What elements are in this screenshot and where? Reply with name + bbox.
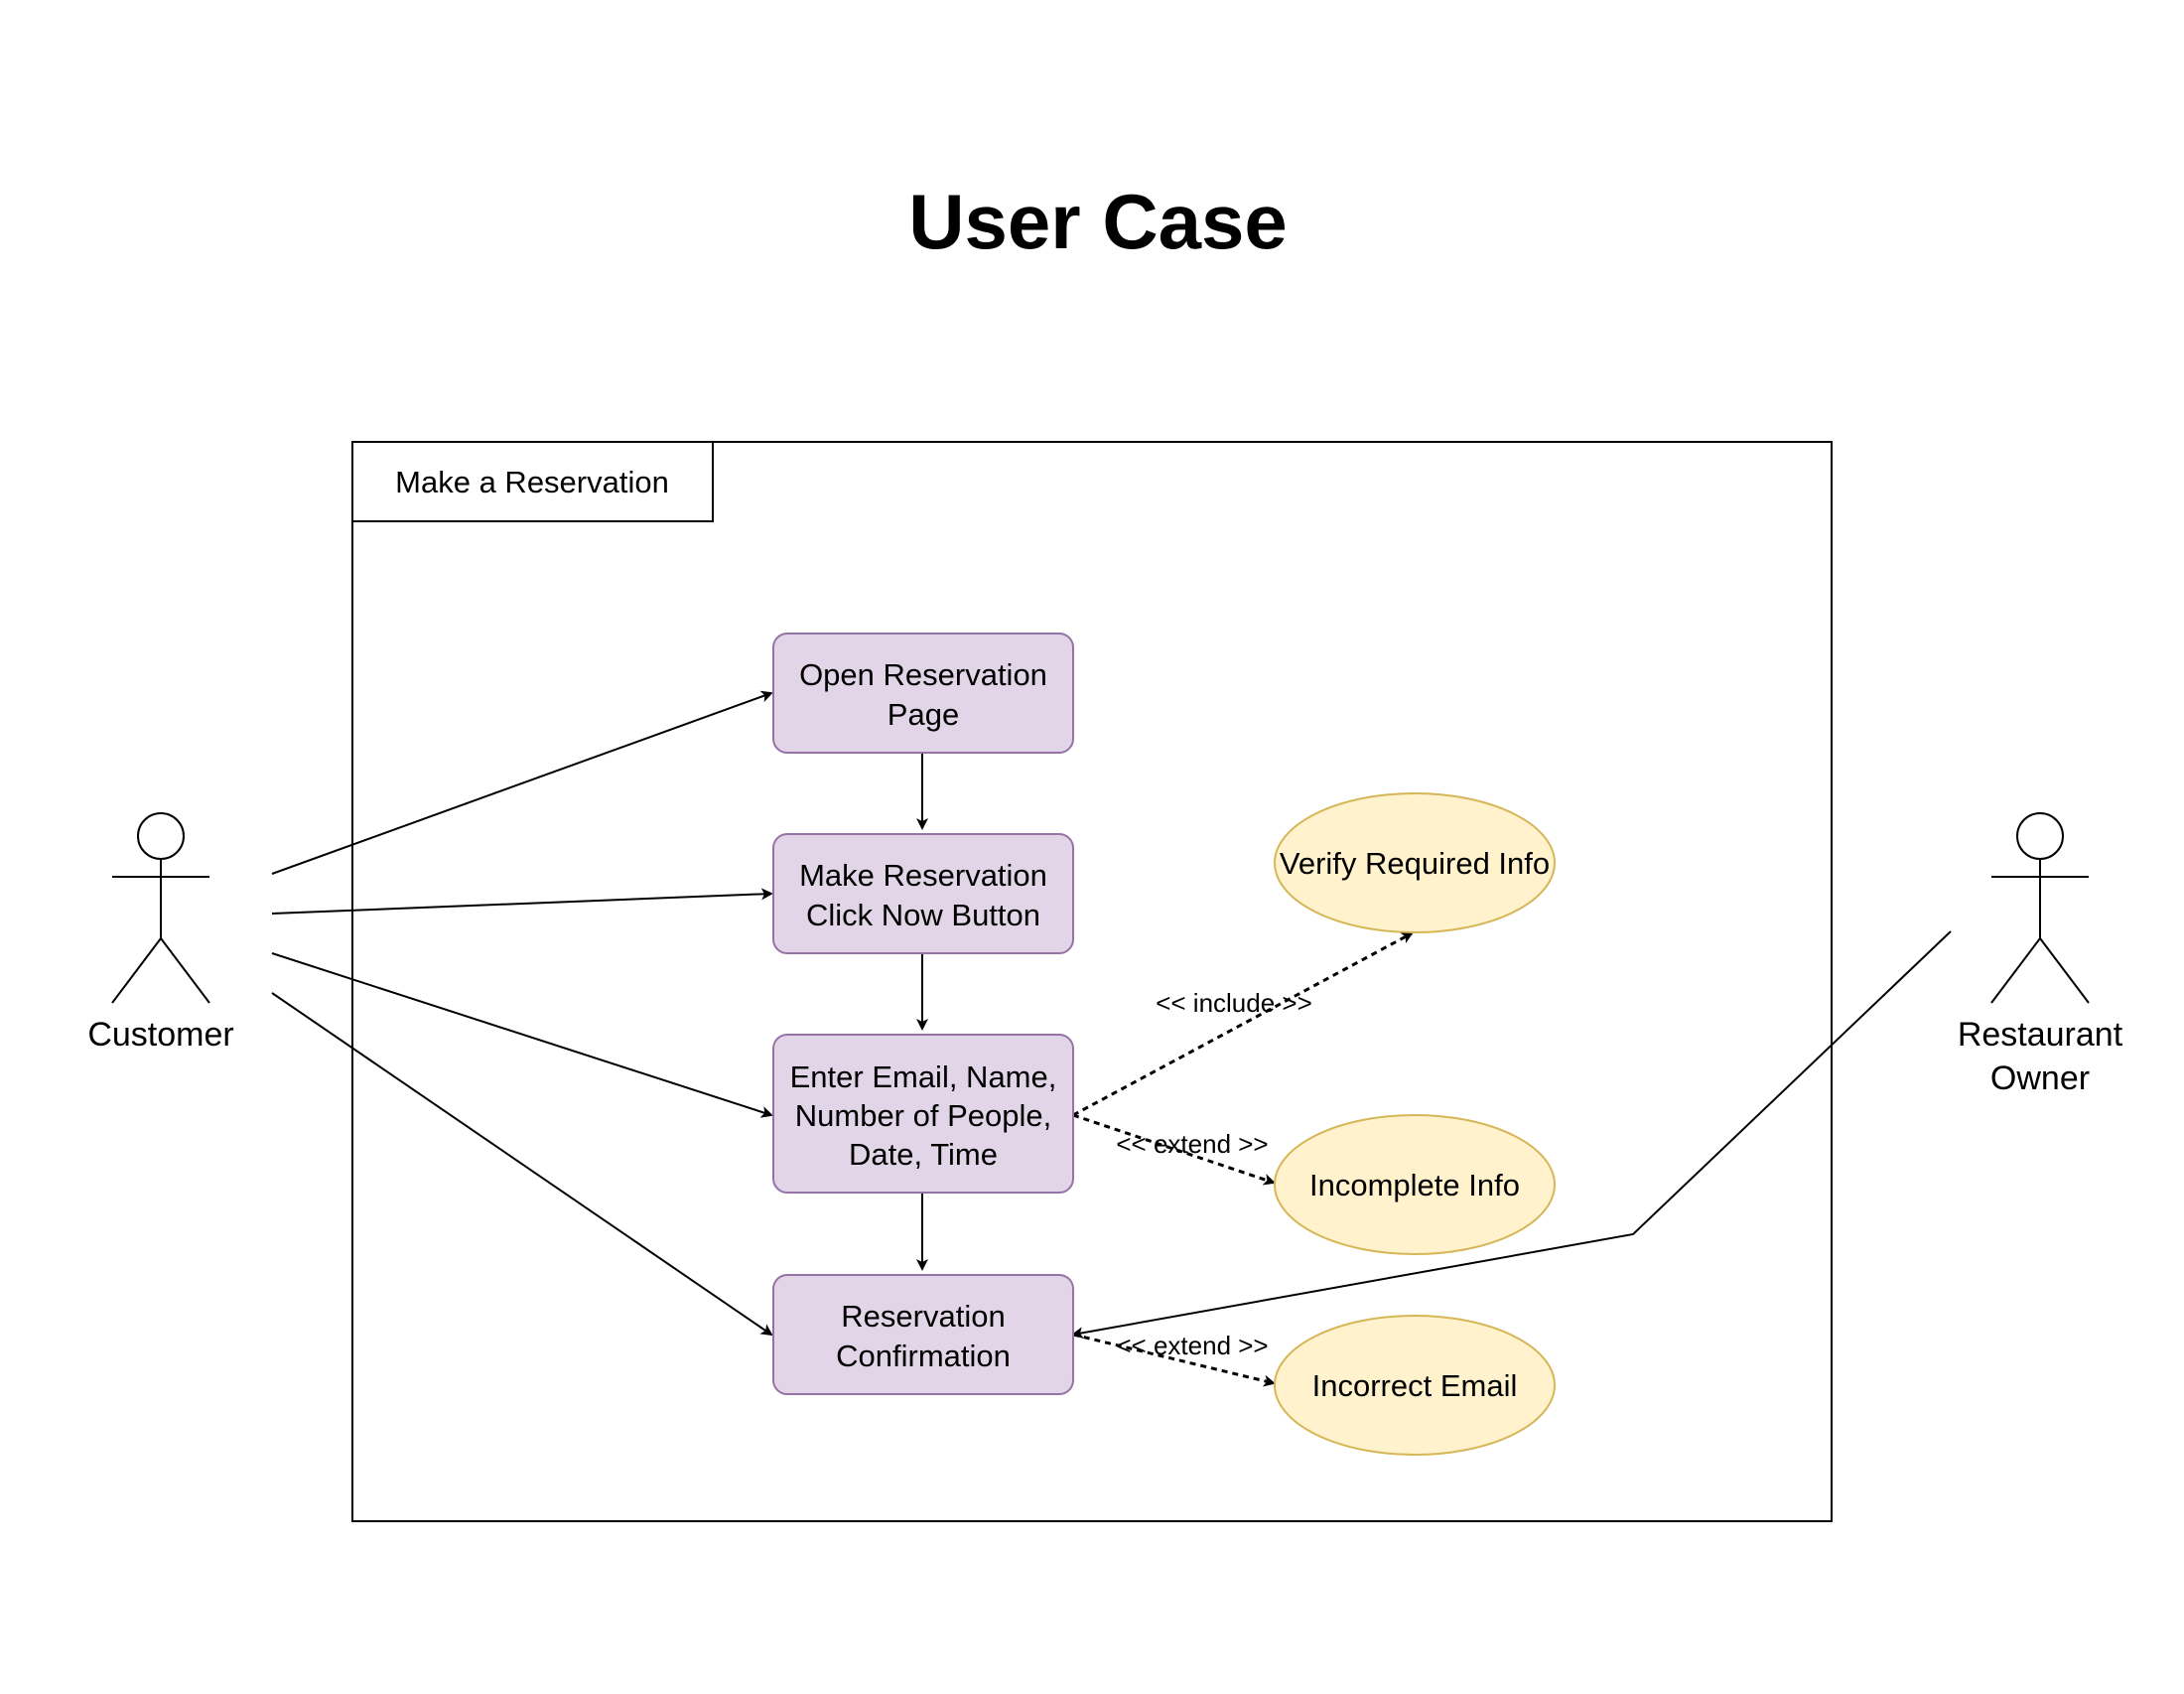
extend-incomplete-arrow bbox=[1072, 1113, 1276, 1186]
open-page-line1: Open Reservation bbox=[799, 657, 1047, 692]
make-reservation-box[interactable] bbox=[772, 833, 1074, 954]
enter-details-line3: Date, Time bbox=[849, 1137, 998, 1172]
confirmation-line1: Reservation bbox=[841, 1299, 1005, 1334]
open-page-line2: Page bbox=[887, 697, 959, 732]
extend-incorrect-arrow bbox=[1072, 1333, 1276, 1387]
enter-details-line2: Number of People, bbox=[795, 1098, 1051, 1133]
make-reservation-line1: Make Reservation bbox=[799, 858, 1047, 893]
open-reservation-page-box[interactable] bbox=[772, 633, 1074, 754]
enter-details-line1: Enter Email, Name, bbox=[790, 1059, 1057, 1094]
owner-label-line1: Restaurant bbox=[1958, 1016, 2123, 1054]
make-reservation-line2: Click Now Button bbox=[806, 898, 1040, 932]
reservation-confirmation-box[interactable] bbox=[772, 1274, 1074, 1395]
customer-to-enter-details-arrow bbox=[271, 952, 773, 1118]
incorrect-email-ellipse[interactable] bbox=[1274, 1315, 1556, 1456]
restaurant-owner-actor[interactable] bbox=[1990, 812, 2090, 1004]
customer-to-make-reservation-arrow bbox=[271, 888, 773, 915]
include-verify-arrow bbox=[1072, 931, 1414, 1117]
include-label: << include >> bbox=[1156, 988, 1312, 1018]
customer-to-confirmation-arrow bbox=[271, 992, 773, 1337]
extend-label-incomplete: << extend >> bbox=[1116, 1129, 1268, 1159]
incomplete-info-label: Incomplete Info bbox=[1309, 1168, 1520, 1202]
verify-info-label: Verify Required Info bbox=[1280, 846, 1550, 881]
system-boundary bbox=[351, 441, 1833, 1522]
incorrect-email-label: Incorrect Email bbox=[1312, 1368, 1518, 1403]
boundary-label-box bbox=[351, 441, 714, 522]
customer-label: Customer bbox=[87, 1016, 233, 1054]
customer-to-open-page-arrow bbox=[271, 690, 773, 875]
verify-required-info-ellipse[interactable] bbox=[1274, 792, 1556, 933]
diagram-title: User Case bbox=[908, 178, 1288, 265]
confirmation-line2: Confirmation bbox=[836, 1339, 1011, 1373]
owner-to-confirmation-arrow bbox=[1071, 930, 1952, 1340]
extend-label-incorrect: << extend >> bbox=[1116, 1331, 1268, 1360]
incomplete-info-ellipse[interactable] bbox=[1274, 1114, 1556, 1255]
customer-actor[interactable] bbox=[111, 812, 210, 1004]
boundary-label: Make a Reservation bbox=[395, 465, 669, 499]
enter-details-box[interactable] bbox=[772, 1034, 1074, 1194]
owner-label-line2: Owner bbox=[1990, 1059, 2090, 1097]
